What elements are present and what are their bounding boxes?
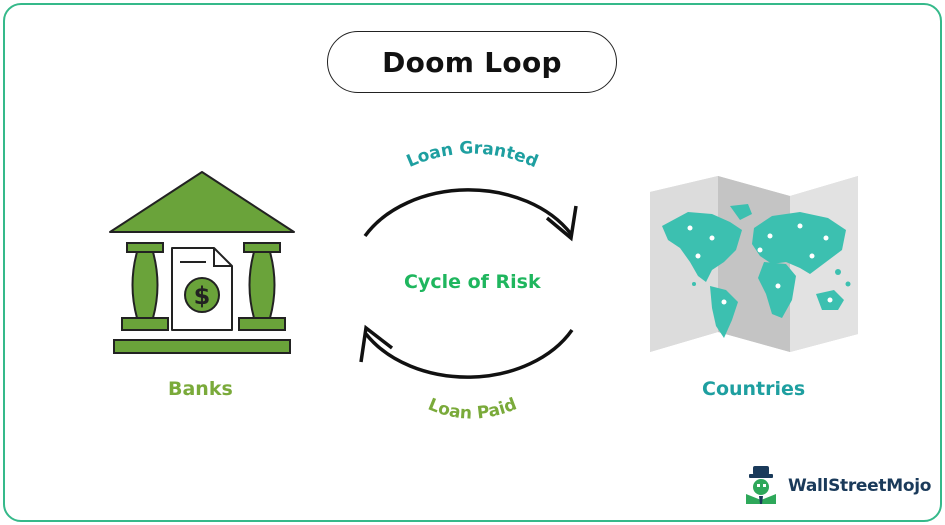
logo-text: WallStreetMojo (788, 476, 932, 496)
page-title: Doom Loop (327, 31, 617, 93)
loan-paid-label: Loan Paid (425, 394, 519, 423)
title-text: Doom Loop (382, 45, 562, 79)
top-arc-arrow (363, 188, 573, 238)
bank-icon: $ (109, 171, 295, 354)
loan-granted-label: Loan Granted (404, 138, 541, 172)
bottom-arc-arrow (364, 328, 574, 379)
cycle-of-risk-label: Cycle of Risk (404, 271, 541, 293)
world-map-icon (650, 176, 858, 352)
banks-label: Banks (168, 378, 233, 400)
mojo-mascot-icon (746, 466, 776, 504)
countries-label: Countries (702, 378, 806, 400)
svg-text:$: $ (194, 282, 211, 310)
wallstreetmojo-logo: WallStreetMojo (742, 466, 931, 506)
cycle-arrows (359, 188, 578, 379)
